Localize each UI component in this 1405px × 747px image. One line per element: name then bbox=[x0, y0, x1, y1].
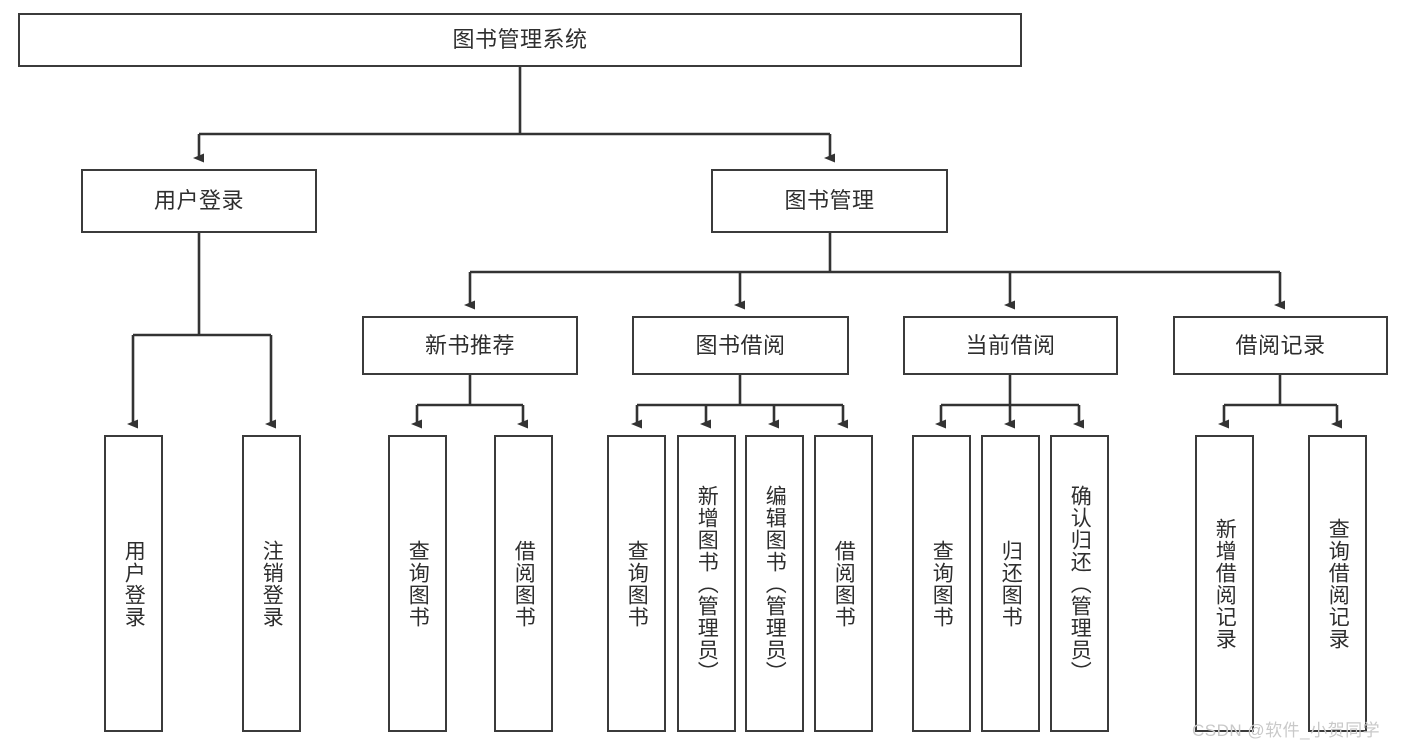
node-leaf-query-book-1[interactable]: 查询图书 bbox=[388, 435, 447, 732]
node-book-manage[interactable]: 图书管理 bbox=[711, 169, 948, 233]
csdn-watermark: CSDN @软件_小贺同学 bbox=[1192, 721, 1381, 740]
node-label: 注销登录 bbox=[260, 539, 284, 628]
node-label: 确认归还（管理员） bbox=[1068, 484, 1092, 683]
node-leaf-edit-book[interactable]: 编辑图书（管理员） bbox=[745, 435, 804, 732]
node-leaf-query-book-2[interactable]: 查询图书 bbox=[607, 435, 666, 732]
node-leaf-user-logout[interactable]: 注销登录 bbox=[242, 435, 301, 732]
node-label: 借阅记录 bbox=[1235, 332, 1326, 358]
node-label: 归还图书 bbox=[999, 539, 1023, 628]
node-leaf-borrow-book-2[interactable]: 借阅图书 bbox=[814, 435, 873, 732]
node-leaf-add-borrow-record[interactable]: 新增借阅记录 bbox=[1195, 435, 1254, 732]
node-leaf-return-book[interactable]: 归还图书 bbox=[981, 435, 1040, 732]
node-label: 新书推荐 bbox=[424, 332, 515, 358]
node-label: 图书管理系统 bbox=[452, 27, 588, 53]
node-book-borrow[interactable]: 图书借阅 bbox=[632, 316, 849, 375]
node-leaf-add-book[interactable]: 新增图书（管理员） bbox=[677, 435, 736, 732]
node-label: 图书管理 bbox=[784, 188, 875, 214]
node-leaf-user-login[interactable]: 用户登录 bbox=[104, 435, 163, 732]
node-label: 当前借阅 bbox=[965, 332, 1056, 358]
node-label: 查询图书 bbox=[930, 539, 954, 628]
node-leaf-query-book-3[interactable]: 查询图书 bbox=[912, 435, 971, 732]
node-leaf-confirm-return[interactable]: 确认归还（管理员） bbox=[1050, 435, 1109, 732]
node-new-book-recommend[interactable]: 新书推荐 bbox=[362, 316, 578, 375]
node-label: 用户登录 bbox=[153, 188, 244, 214]
node-label: 查询图书 bbox=[625, 539, 649, 628]
node-leaf-query-borrow-record[interactable]: 查询借阅记录 bbox=[1308, 435, 1367, 732]
node-label: 查询借阅记录 bbox=[1326, 517, 1350, 650]
node-current-borrow[interactable]: 当前借阅 bbox=[903, 316, 1118, 375]
node-root-system[interactable]: 图书管理系统 bbox=[18, 13, 1022, 67]
node-label: 查询图书 bbox=[406, 539, 430, 628]
node-label: 借阅图书 bbox=[512, 539, 536, 628]
node-borrow-record[interactable]: 借阅记录 bbox=[1173, 316, 1388, 375]
node-label: 图书借阅 bbox=[695, 332, 786, 358]
node-label: 新增图书（管理员） bbox=[695, 484, 719, 683]
node-label: 借阅图书 bbox=[832, 539, 856, 628]
node-user-login[interactable]: 用户登录 bbox=[81, 169, 317, 233]
node-label: 新增借阅记录 bbox=[1213, 517, 1237, 650]
node-label: 用户登录 bbox=[122, 539, 146, 628]
node-label: 编辑图书（管理员） bbox=[763, 484, 787, 683]
node-leaf-borrow-book-1[interactable]: 借阅图书 bbox=[494, 435, 553, 732]
